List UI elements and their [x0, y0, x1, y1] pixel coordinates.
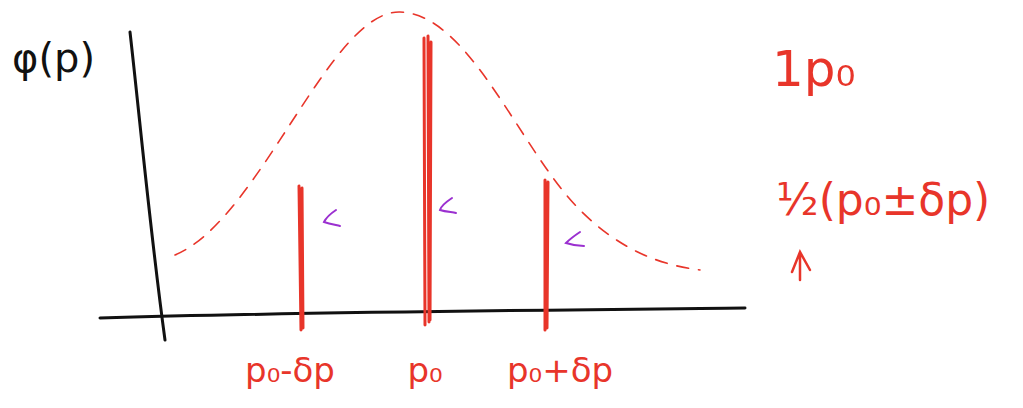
gaussian-envelope: [175, 12, 700, 270]
y-axis: [130, 32, 165, 340]
tick-label: p₀: [407, 352, 442, 389]
spike-right: [545, 180, 548, 330]
purple-mark: [324, 210, 340, 226]
spike-left: [299, 186, 303, 330]
tick-label: p₀-δp: [245, 352, 335, 389]
purple-mark: [566, 232, 584, 246]
amplitude-note: 1p₀: [772, 42, 856, 97]
tick-label: p₀+δp: [507, 352, 613, 389]
amplitude-note: ½(p₀±δp): [776, 176, 990, 224]
spike-center: [424, 36, 431, 325]
purple-mark: [440, 198, 456, 213]
x-axis: [100, 308, 745, 318]
axis-label: φ(p): [12, 36, 95, 80]
pointer-arrow: [792, 252, 810, 280]
